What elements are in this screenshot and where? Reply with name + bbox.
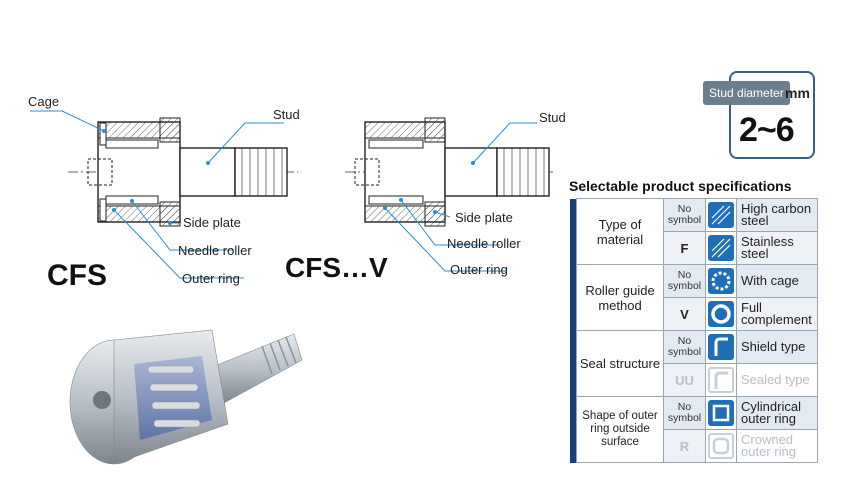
spec-table: Type of material No symbol High carbon s… bbox=[570, 198, 818, 463]
symbol-cell: No symbol bbox=[663, 264, 706, 298]
spec-row: Seal structure No symbol Shield type bbox=[570, 330, 818, 397]
symbol-cell: No symbol bbox=[663, 330, 706, 364]
spec-row: R Crowned outer ring bbox=[570, 429, 818, 463]
spec-row: F Stainless steel bbox=[570, 231, 818, 265]
label-stud: Stud bbox=[273, 107, 300, 122]
label-side-plate: Side plate bbox=[183, 215, 241, 230]
symbol-cell: F bbox=[663, 231, 706, 265]
spec-title: Selectable product specifications bbox=[569, 178, 792, 194]
table-edge bbox=[570, 198, 577, 463]
cfs-v-cross-section-diagram: Stud Side plate Needle roller Outer ring… bbox=[285, 110, 566, 283]
option-text: Sealed type bbox=[736, 363, 818, 397]
category-seal: Seal structure bbox=[576, 330, 664, 397]
option-text: Crowned outer ring bbox=[736, 429, 818, 463]
unit-label: mm bbox=[785, 85, 810, 101]
symbol-cell: No symbol bbox=[663, 396, 706, 430]
option-text: Shield type bbox=[736, 330, 818, 364]
label-cage: Cage bbox=[28, 94, 59, 109]
label-outer-ring: Outer ring bbox=[182, 271, 240, 286]
model-cfs-v: CFS…V bbox=[285, 252, 388, 283]
cfs-cross-section-diagram: Cage Stud Side plate Needle roller Outer… bbox=[28, 94, 300, 292]
spec-row: Type of material No symbol High carbon s… bbox=[570, 198, 818, 463]
spec-row: V Full complement bbox=[570, 297, 818, 331]
symbol-cell: No symbol bbox=[663, 198, 706, 232]
option-text: With cage bbox=[736, 264, 818, 298]
symbol-cell: V bbox=[663, 297, 706, 331]
cage-icon bbox=[705, 264, 737, 298]
option-text: High carbon steel bbox=[736, 198, 818, 232]
spec-row: UU Sealed type bbox=[570, 363, 818, 397]
crowned-ring-icon bbox=[705, 429, 737, 463]
steel-icon bbox=[705, 198, 737, 232]
cylindrical-ring-icon bbox=[705, 396, 737, 430]
sealed-icon bbox=[705, 363, 737, 397]
symbol-cell: R bbox=[663, 429, 706, 463]
category-material: Type of material bbox=[576, 198, 664, 265]
spec-row: Shape of outer ring outside surface No s… bbox=[570, 396, 818, 463]
label-outer-ring: Outer ring bbox=[450, 262, 508, 277]
option-text: Stainless steel bbox=[736, 231, 818, 265]
diameter-range: 2~6 bbox=[739, 111, 795, 149]
product-photo bbox=[69, 329, 303, 465]
option-text: Full complement bbox=[736, 297, 818, 331]
stud-diameter-label: Stud diameter bbox=[703, 81, 790, 105]
category-roller-guide: Roller guide method bbox=[576, 264, 664, 331]
label-needle-roller: Needle roller bbox=[178, 243, 252, 258]
stainless-icon bbox=[705, 231, 737, 265]
model-cfs: CFS bbox=[47, 259, 107, 292]
label-stud: Stud bbox=[539, 110, 566, 125]
spec-row: Roller guide method No symbol With cage bbox=[570, 264, 818, 331]
option-text: Cylindrical outer ring bbox=[736, 396, 818, 430]
label-side-plate: Side plate bbox=[455, 210, 513, 225]
full-complement-icon bbox=[705, 297, 737, 331]
shield-icon bbox=[705, 330, 737, 364]
stud-diameter-badge: Stud diameter mm 2~6 bbox=[703, 63, 815, 159]
label-needle-roller: Needle roller bbox=[447, 236, 521, 251]
category-outer-ring-shape: Shape of outer ring outside surface bbox=[576, 396, 664, 463]
symbol-cell: UU bbox=[663, 363, 706, 397]
